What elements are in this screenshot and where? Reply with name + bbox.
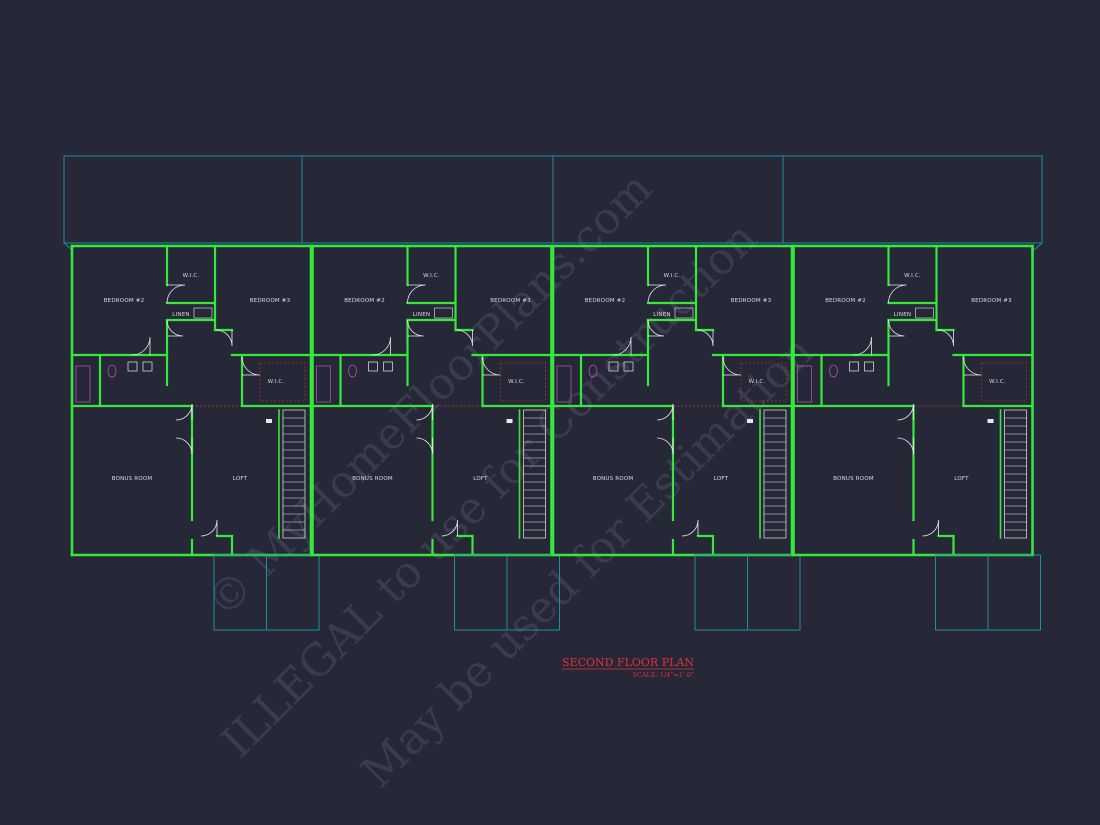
plan-scale: SCALE: 1/4"=1'-0" — [632, 671, 694, 679]
label-loft: LOFT — [714, 476, 729, 482]
door-closet — [681, 519, 699, 537]
bathtub — [556, 365, 572, 403]
label-wic-1: W.I.C. — [904, 273, 921, 279]
toilet — [588, 364, 598, 378]
door-wic-right — [963, 356, 982, 376]
label-wic-1: W.I.C. — [664, 273, 681, 279]
door-bedroom2 — [166, 319, 184, 337]
linen-shelf — [193, 307, 213, 319]
label-bedroom-2: BEDROOM #2 — [585, 298, 626, 304]
wic-right-outline — [500, 362, 546, 402]
door-bonus-1 — [416, 403, 433, 421]
watermark: © MyHomeFloorPlans.com ILLEGAL to use fo… — [197, 163, 824, 798]
label-bonus-room: BONUS ROOM — [352, 476, 393, 482]
sink-1 — [368, 361, 378, 372]
label-wic-2: W.I.C. — [749, 379, 766, 385]
hvac-unit — [987, 419, 994, 423]
door-wic — [166, 284, 186, 304]
wic-right-outline — [259, 362, 306, 402]
unit-3: BEDROOM #2 BEDROOM #3 W.I.C. LINEN W.I.C. BON… — [551, 244, 801, 631]
label-linen: LINEN — [172, 312, 189, 318]
door-bonus-2 — [175, 437, 193, 455]
door-bonus-1 — [175, 403, 193, 421]
label-wic-2: W.I.C. — [989, 379, 1006, 385]
label-linen: LINEN — [413, 312, 430, 318]
linen-shelf — [915, 307, 934, 319]
door-bonus-1 — [897, 403, 914, 421]
door-wic-right — [722, 356, 742, 376]
label-loft: LOFT — [233, 476, 248, 482]
roof-outline — [63, 155, 1043, 251]
door-bath — [612, 336, 632, 356]
sink-2 — [864, 361, 874, 372]
label-bedroom-2: BEDROOM #2 — [104, 298, 145, 304]
door-wic — [647, 284, 667, 304]
label-wic-2: W.I.C. — [508, 379, 525, 385]
bathtub — [797, 365, 812, 403]
sink-2 — [623, 361, 634, 372]
wic-right-outline — [981, 362, 1027, 402]
label-loft: LOFT — [954, 476, 969, 482]
sink-1 — [127, 361, 138, 372]
door-bedroom3 — [696, 329, 714, 347]
door-bedroom3 — [215, 329, 233, 347]
toilet — [107, 364, 117, 378]
plan-title: SECOND FLOOR PLAN — [562, 656, 694, 669]
sink-2 — [142, 361, 153, 372]
sink-2 — [383, 361, 393, 372]
door-bedroom2 — [647, 319, 665, 337]
label-bedroom-3: BEDROOM #3 — [731, 298, 772, 304]
door-bedroom2 — [888, 319, 905, 337]
label-bedroom-2: BEDROOM #2 — [825, 298, 866, 304]
label-wic-2: W.I.C. — [268, 379, 285, 385]
label-bedroom-3: BEDROOM #3 — [971, 298, 1012, 304]
door-bath — [131, 336, 151, 356]
door-wic-right — [482, 356, 501, 376]
door-closet — [200, 519, 218, 537]
linen-shelf — [434, 307, 453, 319]
door-bonus-2 — [897, 437, 914, 455]
units-layer: BEDROOM #2 BEDROOM #3 W.I.C. LINEN W.I.C. BON… — [70, 244, 1041, 631]
door-bath — [372, 336, 391, 356]
door-bonus-2 — [416, 437, 433, 455]
door-wic — [407, 284, 426, 304]
title-block: SECOND FLOOR PLAN SCALE: 1/4"=1'-0" — [562, 656, 694, 679]
door-closet — [922, 519, 939, 537]
label-bonus-room: BONUS ROOM — [593, 476, 634, 482]
label-bedroom-3: BEDROOM #3 — [250, 298, 291, 304]
door-closet — [441, 519, 458, 537]
hvac-unit — [506, 419, 513, 423]
door-wic-right — [241, 356, 261, 376]
label-bedroom-2: BEDROOM #2 — [344, 298, 385, 304]
unit-2: BEDROOM #2 BEDROOM #3 W.I.C. LINEN W.I.C. BON… — [311, 244, 560, 631]
bathtub — [75, 365, 91, 403]
toilet — [829, 364, 838, 378]
label-wic-1: W.I.C. — [183, 273, 200, 279]
door-bedroom3 — [456, 329, 473, 347]
label-wic-1: W.I.C. — [423, 273, 440, 279]
label-linen: LINEN — [894, 312, 911, 318]
label-bedroom-3: BEDROOM #3 — [490, 298, 531, 304]
door-bedroom3 — [937, 329, 954, 347]
sink-1 — [849, 361, 859, 372]
label-bonus-room: BONUS ROOM — [112, 476, 153, 482]
unit-1: BEDROOM #2 BEDROOM #3 W.I.C. LINEN W.I.C. BON… — [70, 244, 320, 631]
toilet — [348, 364, 357, 378]
door-bedroom2 — [407, 319, 424, 337]
door-wic — [888, 284, 907, 304]
door-bath — [853, 336, 872, 356]
hvac-unit — [747, 419, 753, 423]
label-linen: LINEN — [653, 312, 670, 318]
wic-right-outline — [740, 362, 787, 402]
door-bonus-2 — [656, 437, 674, 455]
sink-1 — [608, 361, 619, 372]
linen-shelf — [674, 307, 694, 319]
unit-4: BEDROOM #2 BEDROOM #3 W.I.C. LINEN W.I.C. BON… — [792, 244, 1041, 631]
bathtub — [316, 365, 331, 403]
door-bonus-1 — [656, 403, 674, 421]
label-bonus-room: BONUS ROOM — [833, 476, 874, 482]
label-loft: LOFT — [473, 476, 488, 482]
hvac-unit — [266, 419, 272, 423]
